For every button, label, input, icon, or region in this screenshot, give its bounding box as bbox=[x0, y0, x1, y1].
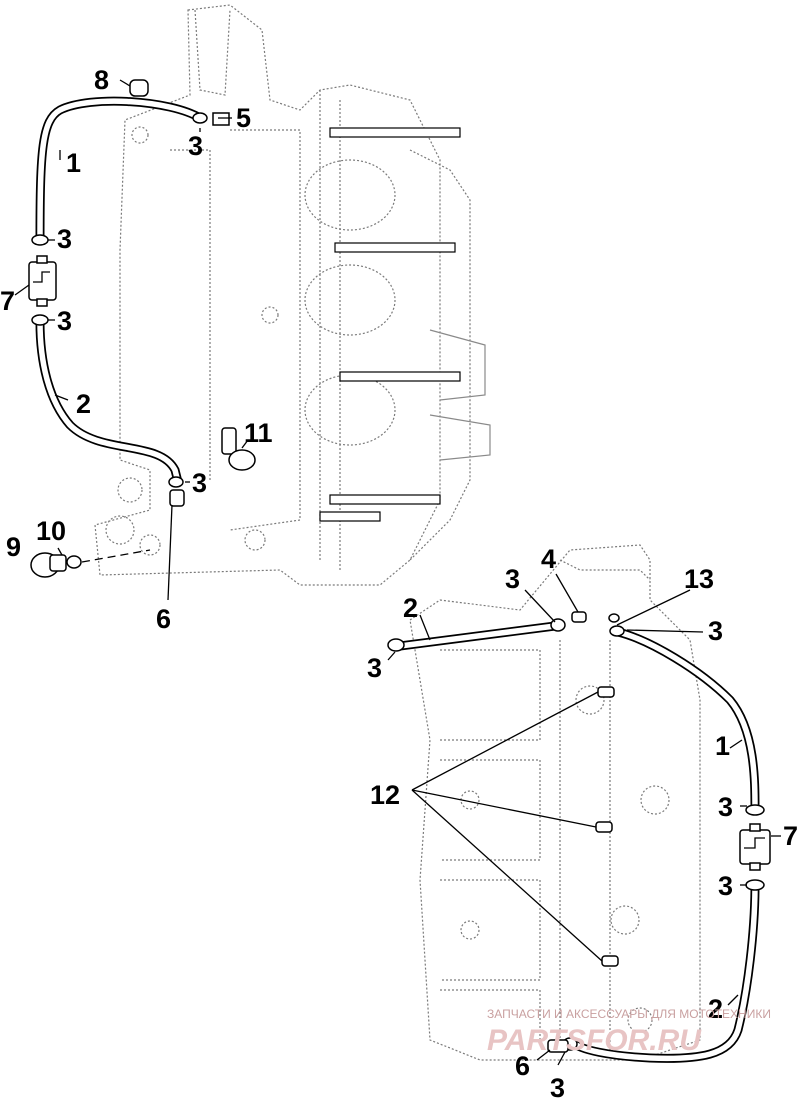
callout-3-b: 3 bbox=[57, 224, 72, 254]
leaders-bottom bbox=[387, 573, 781, 1066]
callout-11: 11 bbox=[244, 418, 273, 448]
callout-3-g: 3 bbox=[367, 653, 382, 683]
callout-3-h: 3 bbox=[718, 792, 733, 822]
callout-13: 13 bbox=[684, 564, 714, 594]
callout-4: 4 bbox=[541, 544, 556, 574]
callout-7-top: 7 bbox=[0, 286, 15, 316]
callout-2-bottom: 2 bbox=[403, 593, 418, 623]
fuel-filter-top bbox=[28, 255, 57, 307]
callout-9: 9 bbox=[6, 532, 21, 562]
leaders-top bbox=[14, 79, 249, 601]
seal-10 bbox=[66, 549, 151, 569]
hose-2-bottom-lower bbox=[567, 880, 760, 1063]
hose-2-bottom-straight bbox=[395, 621, 560, 651]
callout-6-top: 6 bbox=[156, 604, 171, 634]
watermark-tagline: ЗАПЧАСТИ И АКСЕССУАРЫ ДЛЯ МОТОТЕХНИКИ bbox=[487, 1007, 771, 1021]
callout-12: 12 bbox=[370, 780, 400, 810]
fuel-filter-bottom bbox=[739, 823, 771, 871]
callout-3-c: 3 bbox=[57, 306, 72, 336]
plug-8 bbox=[129, 79, 149, 97]
callout-3-a: 3 bbox=[188, 131, 203, 161]
watermark-logo: PARTSFOR.RU bbox=[487, 1024, 702, 1057]
hose-1-top bbox=[35, 96, 205, 245]
fitting-4-13 bbox=[571, 611, 620, 623]
callout-1-top: 1 bbox=[66, 148, 81, 178]
callout-3-f: 3 bbox=[708, 616, 723, 646]
callout-5: 5 bbox=[236, 103, 251, 133]
callout-8: 8 bbox=[94, 65, 109, 95]
check-valve-top bbox=[169, 112, 230, 507]
callout-2-top: 2 bbox=[76, 389, 91, 419]
callout-3-i: 3 bbox=[718, 871, 733, 901]
fittings-12 bbox=[595, 686, 619, 967]
fitting-11 bbox=[221, 427, 256, 471]
callout-6-bottom: 6 bbox=[515, 1051, 530, 1081]
engine-block-top bbox=[94, 4, 491, 586]
callout-3-j: 3 bbox=[550, 1073, 565, 1099]
callout-3-e: 3 bbox=[505, 564, 520, 594]
watermark: ЗАПЧАСТИ И АКСЕССУАРЫ ДЛЯ МОТОТЕХНИКИ PA… bbox=[487, 1007, 771, 1057]
studs-top bbox=[319, 127, 461, 522]
clamp-parts-top bbox=[31, 112, 208, 488]
callout-2-bottom-lower: 2 bbox=[708, 994, 723, 1024]
engine-block-bottom bbox=[409, 544, 701, 1061]
callout-labels: 1 3 5 8 3 7 3 2 11 3 9 10 6 3 4 13 2 3 3… bbox=[0, 65, 798, 1099]
callout-3-d: 3 bbox=[192, 468, 207, 498]
check-valve-bottom bbox=[547, 1039, 569, 1053]
hose-1-bottom bbox=[613, 627, 760, 815]
callout-10: 10 bbox=[36, 516, 66, 546]
callout-1-bottom: 1 bbox=[715, 731, 730, 761]
plug-9 bbox=[30, 552, 67, 578]
hose-2-top bbox=[35, 317, 183, 487]
callout-7-bottom: 7 bbox=[783, 821, 798, 851]
